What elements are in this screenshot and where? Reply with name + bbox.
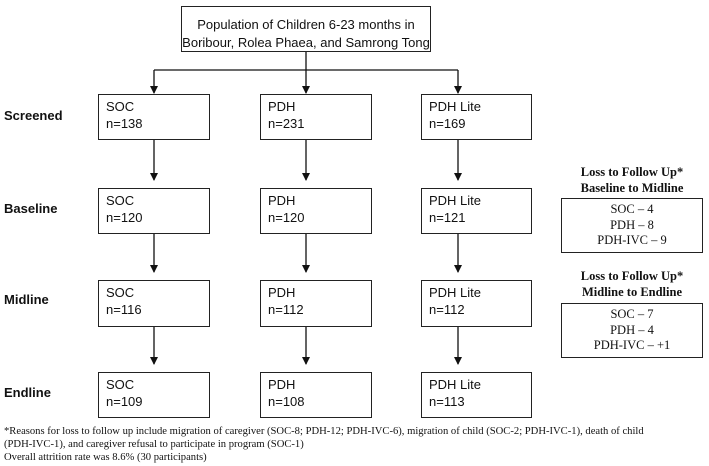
row-label-endline: Endline	[4, 385, 51, 400]
count-label: n=138	[106, 116, 143, 131]
ltf-title-line-1: Loss to Follow Up*	[580, 269, 684, 283]
count-label: n=112	[268, 302, 304, 317]
ltf-title-line-2: Baseline to Midline	[580, 181, 684, 195]
row-label-midline: Midline	[4, 292, 49, 307]
baseline-pdh-box: PDH n=120	[260, 188, 372, 234]
ltf-item: PDH – 4	[610, 322, 654, 337]
baseline-pdh-lite-box: PDH Lite n=121	[421, 188, 532, 234]
screened-pdh-box: PDH n=231	[260, 94, 372, 140]
ltf-midline-endline-box: SOC – 7 PDH – 4 PDH-IVC – +1	[561, 303, 703, 358]
count-label: n=120	[268, 210, 305, 225]
count-label: n=112	[429, 302, 465, 317]
footnote-line-2: (PDH-IVC-1), and caregiver refusal to pa…	[4, 439, 304, 450]
screened-pdh-lite-box: PDH Lite n=169	[421, 94, 532, 140]
arm-label: PDH	[268, 99, 296, 114]
count-label: n=108	[268, 394, 305, 409]
count-label: n=109	[106, 394, 143, 409]
count-label: n=113	[429, 394, 465, 409]
baseline-soc-box: SOC n=120	[98, 188, 210, 234]
arm-label: SOC	[106, 193, 135, 208]
endline-pdh-lite-box: PDH Lite n=113	[421, 372, 532, 418]
endline-pdh-box: PDH n=108	[260, 372, 372, 418]
footnote-line-3: Overall attrition rate was 8.6% (30 part…	[4, 452, 207, 463]
ltf-midline-endline-title: Loss to Follow Up* Midline to Endline	[559, 268, 705, 300]
arm-label: SOC	[106, 99, 135, 114]
count-label: n=121	[429, 210, 466, 225]
arm-label: SOC	[106, 377, 135, 392]
arm-label: PDH	[268, 377, 296, 392]
arm-label: PDH Lite	[429, 377, 482, 392]
arm-label: PDH Lite	[429, 99, 482, 114]
arm-label: PDH Lite	[429, 193, 482, 208]
count-label: n=231	[268, 116, 305, 131]
ltf-title-line-1: Loss to Follow Up*	[580, 165, 684, 179]
ltf-item: SOC – 7	[610, 307, 654, 321]
population-box: Population of Children 6-23 months in Bo…	[181, 6, 431, 52]
arm-label: SOC	[106, 285, 135, 300]
count-label: n=120	[106, 210, 143, 225]
midline-pdh-lite-box: PDH Lite n=112	[421, 280, 532, 327]
midline-pdh-box: PDH n=112	[260, 280, 372, 327]
footnote-line-1: *Reasons for loss to follow up include m…	[4, 426, 644, 437]
arm-label: PDH	[268, 193, 296, 208]
ltf-baseline-midline-title: Loss to Follow Up* Baseline to Midline	[559, 164, 705, 196]
ltf-baseline-midline-box: SOC – 4 PDH – 8 PDH-IVC – 9	[561, 198, 703, 253]
endline-soc-box: SOC n=109	[98, 372, 210, 418]
ltf-item: PDH – 8	[610, 217, 654, 232]
screened-soc-box: SOC n=138	[98, 94, 210, 140]
midline-soc-box: SOC n=116	[98, 280, 210, 327]
arm-label: PDH	[268, 285, 296, 300]
ltf-item: PDH-IVC – 9	[597, 233, 667, 247]
population-line-2: Boribour, Rolea Phaea, and Samrong Tong	[182, 35, 430, 50]
count-label: n=169	[429, 116, 466, 131]
row-label-screened: Screened	[4, 108, 63, 123]
row-label-baseline: Baseline	[4, 201, 58, 216]
arm-label: PDH Lite	[429, 285, 482, 300]
ltf-title-line-2: Midline to Endline	[581, 285, 683, 299]
count-label: n=116	[106, 302, 142, 317]
footnote: *Reasons for loss to follow up include m…	[4, 425, 704, 464]
ltf-item: PDH-IVC – +1	[593, 338, 671, 352]
ltf-item: SOC – 4	[610, 202, 654, 216]
population-line-1: Population of Children 6-23 months in	[197, 17, 415, 32]
